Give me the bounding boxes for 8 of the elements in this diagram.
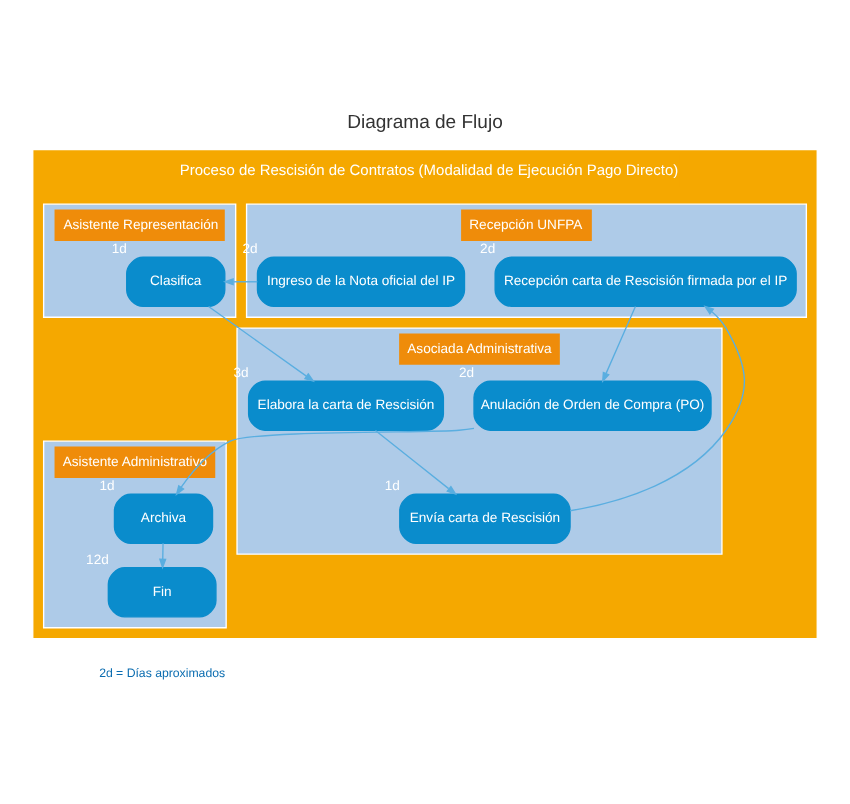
diagram-title: Diagrama de Flujo xyxy=(347,111,503,134)
arrow xyxy=(207,304,315,382)
arrow xyxy=(601,304,637,382)
arrow xyxy=(569,304,746,511)
arrow xyxy=(175,426,475,495)
arrow xyxy=(222,276,259,285)
arrow xyxy=(374,428,458,495)
arrow xyxy=(158,541,167,569)
